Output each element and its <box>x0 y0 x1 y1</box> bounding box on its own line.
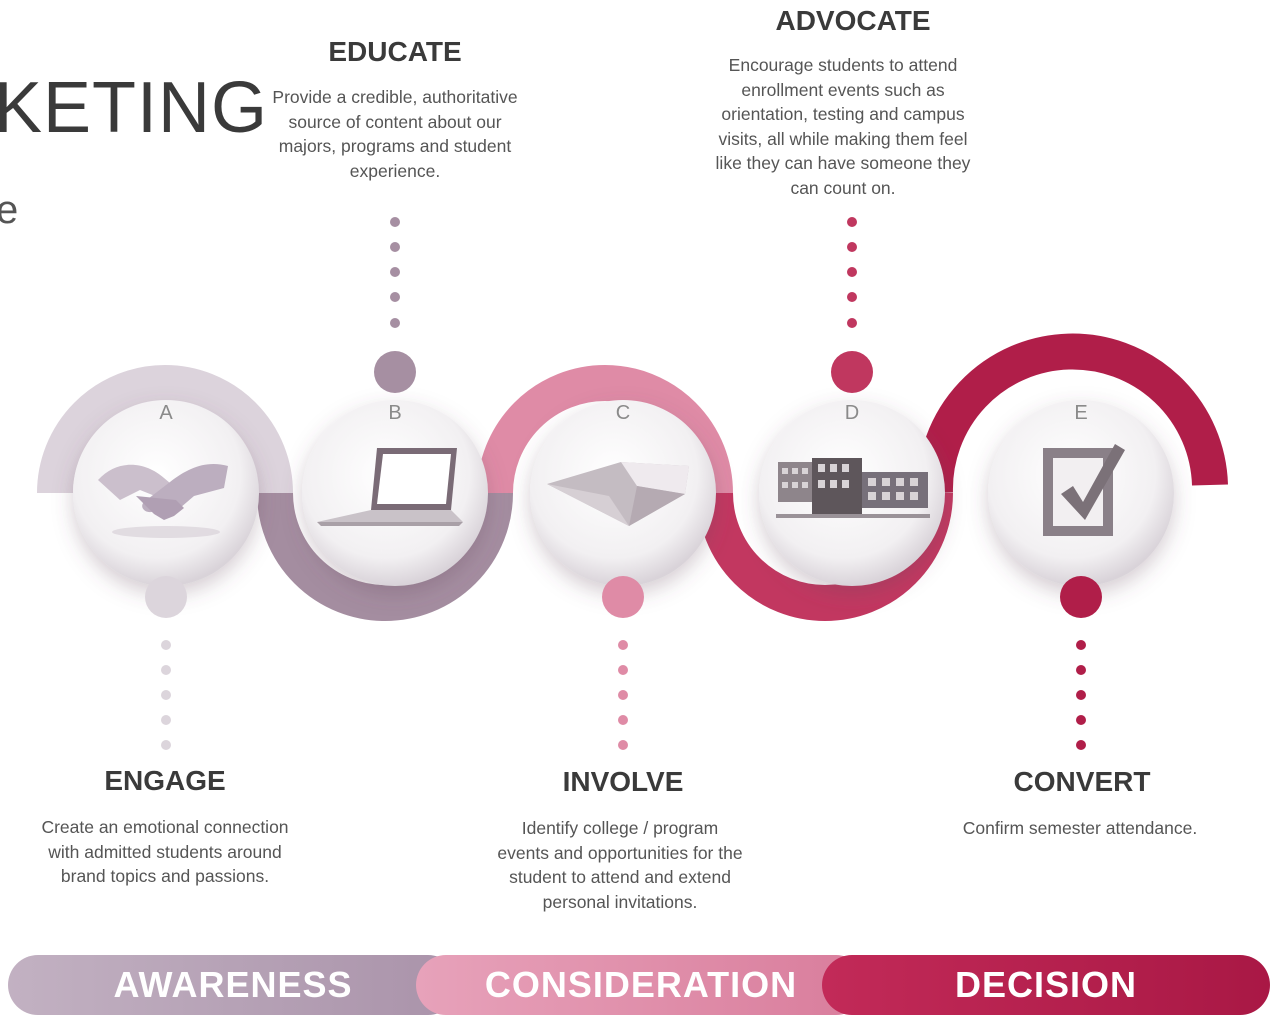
wave-segment-e <box>916 333 1228 494</box>
desc-line: Create an emotional connection <box>41 817 289 837</box>
desc-line: Provide a credible, authoritative <box>272 87 518 107</box>
step-letter-e: E <box>1074 402 1088 424</box>
connector-e <box>1060 576 1102 750</box>
step-desc-convert: Confirm semester attendance. <box>930 816 1230 841</box>
desc-line: enrollment events such as <box>741 79 945 100</box>
desc-line: source of content about our <box>288 111 502 132</box>
desc-line: student to attend and extend <box>509 867 731 887</box>
step-title-educate: EDUCATE <box>328 36 462 67</box>
handshake-icon <box>98 463 228 538</box>
step-title-involve: INVOLVE <box>562 766 684 797</box>
desc-line: like they can have someone they <box>715 153 971 173</box>
desc-line: personal invitations. <box>542 891 698 912</box>
step-letter-c: C <box>615 402 631 424</box>
desc-line: orientation, testing and campus <box>721 104 965 124</box>
step-letter-a: A <box>159 402 173 424</box>
connector-b <box>374 217 416 393</box>
page-subtitle-fragment: e <box>0 188 19 232</box>
stage-label-decision: DECISION <box>954 964 1138 1005</box>
envelope-icon <box>547 462 689 526</box>
connector-d <box>831 217 873 393</box>
page-title-fragment: KETING <box>0 68 269 148</box>
stage-awareness: AWARENESS <box>8 955 458 1015</box>
step-desc-engage: Create an emotional connection with admi… <box>10 815 320 889</box>
desc-line: Identify college / program <box>521 818 719 838</box>
building-icon <box>776 458 930 518</box>
connector-c <box>602 576 644 750</box>
stage-label-consideration: CONSIDERATION <box>484 964 798 1005</box>
laptop-icon <box>317 448 463 526</box>
desc-line: events and opportunities for the <box>497 842 743 863</box>
wave-segment-b <box>257 492 513 621</box>
desc-line: majors, programs and student <box>278 136 512 156</box>
step-title-engage: ENGAGE <box>104 765 226 796</box>
desc-line: Confirm semester attendance. <box>962 818 1198 838</box>
checkbox-icon <box>1043 444 1125 536</box>
desc-line: Encourage students to attend <box>728 55 958 75</box>
step-letter-b: B <box>388 402 402 424</box>
step-desc-advocate: Encourage students to attend enrollment … <box>683 53 1003 200</box>
stage-consideration: CONSIDERATION <box>416 955 866 1015</box>
desc-line: can count on. <box>790 177 896 198</box>
wave-segment-c <box>477 365 733 494</box>
wave-segment-a <box>37 365 293 494</box>
step-title-convert: CONVERT <box>1013 766 1151 797</box>
step-desc-educate: Provide a credible, authoritative source… <box>235 85 555 183</box>
step-desc-involve: Identify college / program events and op… <box>460 816 780 914</box>
stage-decision: DECISION <box>822 955 1270 1015</box>
connector-a <box>145 576 187 750</box>
desc-line: visits, all while making them feel <box>718 128 968 149</box>
desc-line: with admitted students around <box>48 841 282 862</box>
desc-line: brand topics and passions. <box>60 866 270 886</box>
step-letter-d: D <box>844 402 860 424</box>
stage-label-awareness: AWARENESS <box>113 964 353 1005</box>
desc-line: experience. <box>349 160 441 181</box>
step-title-advocate: ADVOCATE <box>775 5 931 36</box>
